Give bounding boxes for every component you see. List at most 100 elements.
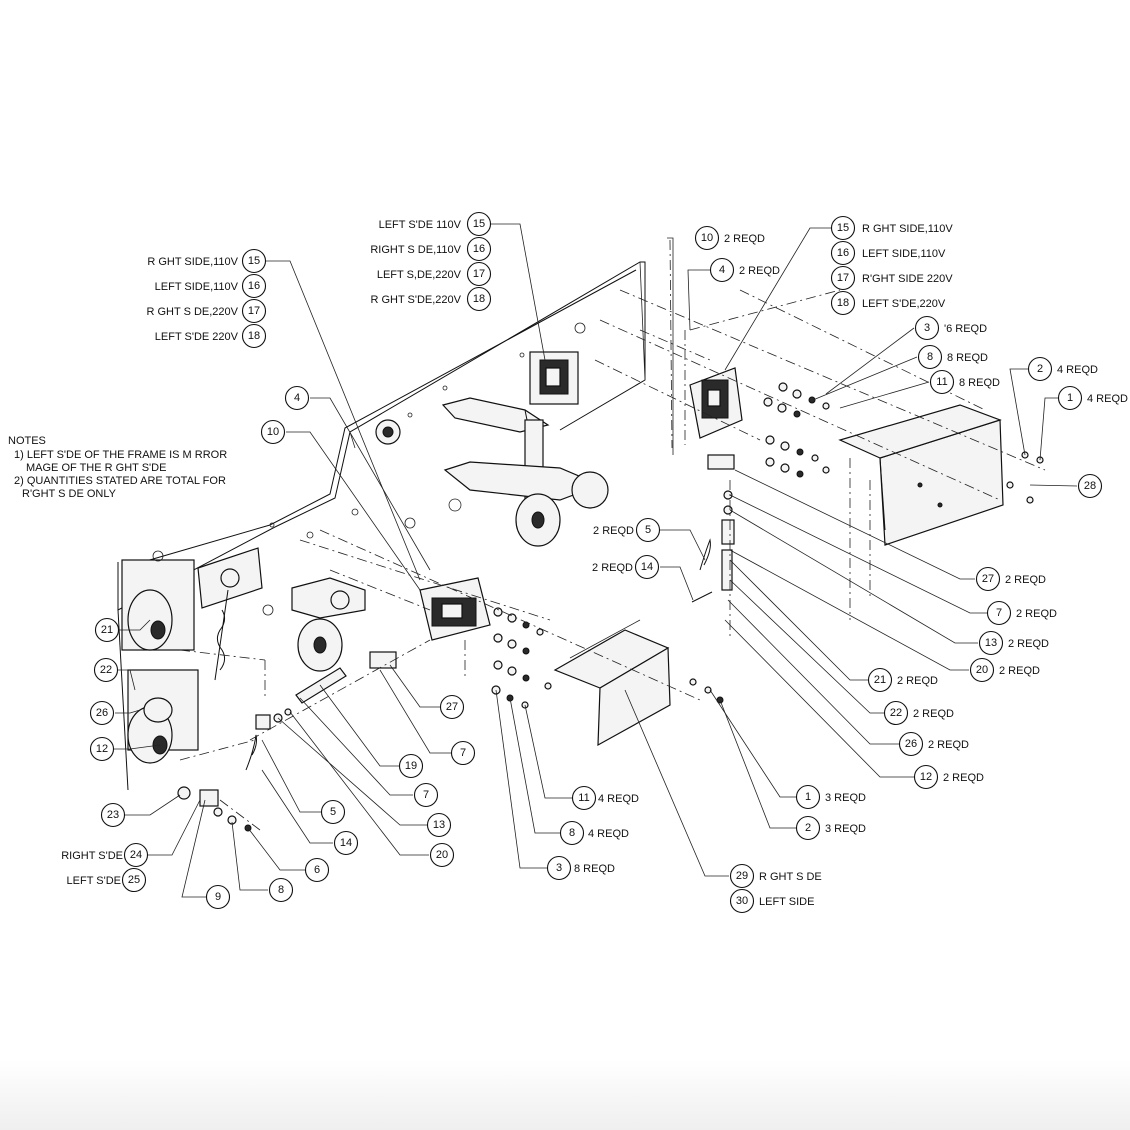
callout-30: 30: [729, 888, 755, 914]
callout-12-b: 12: [89, 736, 115, 762]
callout-number: 15: [473, 218, 485, 230]
callout-label: 2 REQD: [928, 739, 969, 751]
callout-21-a: 21: [867, 667, 893, 693]
callout-number: 21: [874, 674, 886, 686]
callout-15-c: 15: [830, 215, 856, 241]
callout-number: 11: [578, 792, 589, 804]
callout-number: 25: [128, 874, 140, 886]
callout-number: 13: [985, 637, 997, 649]
callout-number: 28: [1084, 480, 1096, 492]
callout-number: 14: [340, 837, 352, 849]
callout-number: 2: [1037, 363, 1043, 375]
callout-12-a: 12: [913, 764, 939, 790]
callout-5-b: 5: [320, 799, 346, 825]
callout-26-b: 26: [89, 700, 115, 726]
callout-number: 4: [719, 264, 725, 276]
callout-4-a: 4: [709, 257, 735, 283]
callout-number: 8: [927, 351, 933, 363]
callout-label: R GHT S'DE,220V: [370, 294, 461, 306]
callout-number: 3: [924, 322, 930, 334]
callout-number: 20: [436, 849, 448, 861]
callout-number: 17: [473, 268, 485, 280]
callout-18-c: 18: [830, 290, 856, 316]
caster-left-lower: [127, 669, 199, 764]
callout-label: R GHT SIDE,110V: [147, 256, 238, 268]
callout-3-a: 3: [914, 315, 940, 341]
callout-label: 2 REQD: [592, 562, 633, 574]
callout-label: RIGHT S DE,110V: [370, 244, 461, 256]
notes-heading: NOTES: [8, 435, 46, 447]
note-line: 2) QUANTITIES STATED ARE TOTAL FOR: [14, 475, 226, 487]
callout-number: 14: [641, 561, 653, 573]
gauge-box: [197, 547, 263, 681]
callout-label: 2 REQD: [1008, 638, 1049, 650]
callout-number: 2: [805, 822, 811, 834]
caster-left-upper: [121, 550, 195, 651]
callout-number: 7: [460, 747, 466, 759]
callout-label: 4 REQD: [588, 828, 629, 840]
callout-11-b: 11: [571, 785, 597, 811]
callout-number: 23: [107, 809, 119, 821]
callout-label: 2 REQD: [943, 772, 984, 784]
callout-number: 1: [1067, 392, 1073, 404]
callout-number: 18: [248, 330, 260, 342]
callout-number: 3: [556, 862, 562, 874]
callout-label: 2 REQD: [593, 525, 634, 537]
callout-number: 26: [905, 738, 917, 750]
note-line: 1) LEFT S'DE OF THE FRAME IS M RROR: [14, 449, 227, 461]
callout-8-a: 8: [917, 344, 943, 370]
callout-16-c: 16: [830, 240, 856, 266]
cover-box-28: [838, 404, 1004, 546]
callout-13-b: 13: [426, 812, 452, 838]
callout-label: LEFT SIDE: [759, 896, 814, 908]
callout-1-b: 1: [795, 784, 821, 810]
callout-number: 22: [100, 664, 112, 676]
callout-10-a: 10: [694, 225, 720, 251]
callout-label: LEFT S,DE,220V: [377, 269, 462, 281]
callout-number: 4: [294, 392, 300, 404]
callout-number: 27: [446, 701, 458, 713]
callout-number: 15: [248, 255, 260, 267]
callout-16-b: 16: [466, 236, 492, 262]
callout-8-c: 8: [268, 877, 294, 903]
callout-number: 18: [473, 293, 485, 305]
callout-20-b: 20: [429, 842, 455, 868]
note-line: R'GHT S DE ONLY: [22, 488, 117, 500]
callout-label: 2 REQD: [724, 233, 765, 245]
callout-label: 3 REQD: [825, 792, 866, 804]
callout-27-a: 27: [975, 566, 1001, 592]
callout-label: 4 REQD: [1057, 364, 1098, 376]
bottom-shadow: [0, 1060, 1130, 1130]
callout-17-a: 17: [241, 298, 267, 324]
callout-number: 21: [101, 624, 113, 636]
callout-16-a: 16: [241, 273, 267, 299]
callout-27-b: 27: [439, 694, 465, 720]
callout-2-b: 2: [795, 815, 821, 841]
callout-label: 8 REQD: [947, 352, 988, 364]
callout-7-c: 7: [450, 740, 476, 766]
callout-number: 20: [976, 664, 988, 676]
callout-number: 27: [982, 573, 994, 585]
callout-label: R GHT SIDE,110V: [862, 223, 953, 235]
contactor-center: [419, 577, 491, 641]
cord-grip-center: [382, 426, 394, 438]
caster-center: [291, 577, 366, 672]
callout-17-b: 17: [466, 261, 492, 287]
callout-number: 9: [215, 891, 221, 903]
callout-number: 16: [248, 280, 260, 292]
callout-14-b: 14: [333, 830, 359, 856]
callout-20-a: 20: [969, 657, 995, 683]
callout-label: LEFT SIDE,110V: [862, 248, 946, 260]
callout-label: 8 REQD: [574, 863, 615, 875]
callout-15-b: 15: [466, 211, 492, 237]
callout-label: 2 REQD: [999, 665, 1040, 677]
callout-label: 8 REQD: [959, 377, 1000, 389]
note-line: MAGE OF THE R GHT S'DE: [26, 462, 166, 474]
callout-label: LEFT S'DE 220V: [155, 331, 239, 343]
callout-2-a: 2: [1027, 356, 1053, 382]
callout-label: LEFT S'DE,220V: [862, 298, 946, 310]
callout-label: 2 REQD: [913, 708, 954, 720]
callout-number: 19: [405, 760, 417, 772]
